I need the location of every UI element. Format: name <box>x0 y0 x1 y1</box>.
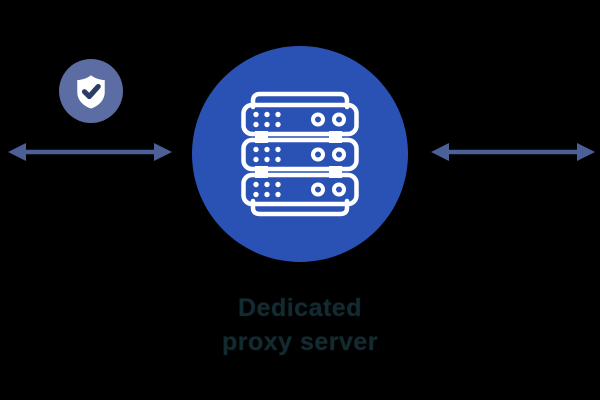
shield-check-icon <box>77 75 105 109</box>
server-stack-icon <box>241 91 359 217</box>
caption-line-2: proxy server <box>221 328 379 356</box>
caption-line-1: Dedicated <box>238 294 362 322</box>
left-bidirectional-arrow-icon <box>8 143 172 161</box>
caption: Dedicated proxy server <box>100 291 500 359</box>
proxy-server-circle <box>192 46 408 262</box>
right-bidirectional-arrow-icon <box>431 143 595 161</box>
shield-badge <box>59 59 123 123</box>
